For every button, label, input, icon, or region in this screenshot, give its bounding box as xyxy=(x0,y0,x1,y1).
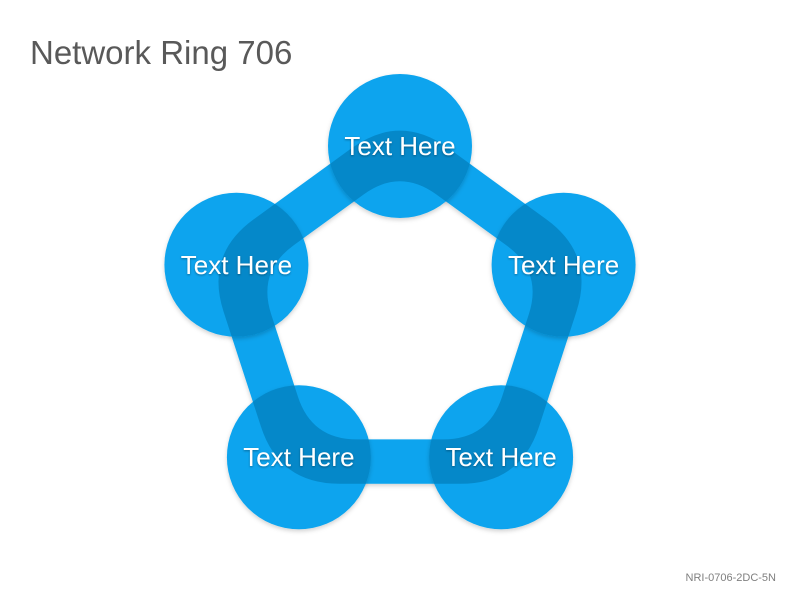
node-label: Text Here xyxy=(445,442,556,472)
node-label: Text Here xyxy=(243,442,354,472)
diagram-code: NRI-0706-2DC-5N xyxy=(685,572,776,584)
node-label: Text Here xyxy=(508,250,619,280)
node-overlap xyxy=(328,130,472,218)
page-title: Network Ring 706 xyxy=(30,34,293,71)
node-label: Text Here xyxy=(181,250,292,280)
node-label: Text Here xyxy=(344,131,455,161)
ring-band xyxy=(218,130,582,484)
